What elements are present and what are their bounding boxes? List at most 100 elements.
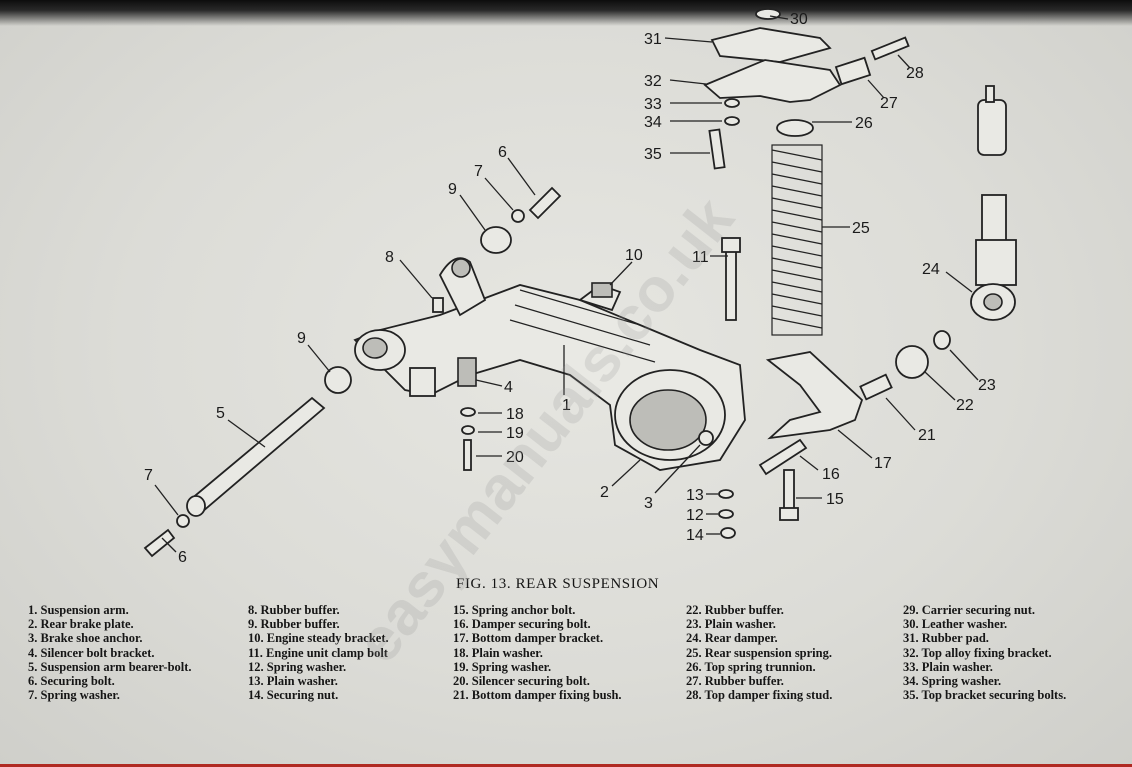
securing-bolt-upper — [528, 186, 562, 220]
legend-item: 17. Bottom damper bracket. — [453, 631, 604, 646]
callout-15: 15 — [826, 491, 844, 508]
suspension-spring — [771, 144, 823, 336]
top-damper-stud — [870, 36, 910, 61]
callout-19: 19 — [506, 425, 524, 442]
callout-labels: 1 2 3 4 5 6 6 7 7 8 9 9 10 11 12 13 14 1… — [144, 11, 996, 566]
spring-washer-34 — [724, 116, 740, 126]
legend-item: 18. Plain washer. — [453, 645, 543, 660]
spring-washer-lower — [176, 514, 190, 528]
exploded-diagram: 1 2 3 4 5 6 6 7 7 8 9 9 10 11 12 13 14 1… — [143, 8, 1017, 566]
rear-damper — [970, 85, 1017, 321]
spring-anchor-bolt — [779, 469, 799, 521]
callout-21: 21 — [918, 427, 936, 444]
callout-5: 5 — [216, 405, 225, 422]
callout-26: 26 — [855, 115, 873, 132]
callout-13: 13 — [686, 487, 704, 504]
legend-item: 9. Rubber buffer. — [248, 617, 340, 632]
legend-column-3: 15. Spring anchor bolt. 16. Damper secur… — [453, 603, 622, 702]
callout-24: 24 — [922, 261, 940, 278]
legend-item: 14. Securing nut. — [248, 688, 339, 703]
legend-item: 20. Silencer securing bolt. — [453, 674, 590, 689]
leader-lines — [154, 15, 979, 553]
callout-12: 12 — [686, 507, 704, 524]
legend-item: 1. Suspension arm. — [28, 603, 129, 617]
callout-16: 16 — [822, 466, 840, 483]
legend-item: 22. Rubber buffer. — [686, 603, 784, 617]
top-bracket-bolt — [708, 128, 726, 170]
legend-item: 34. Spring washer. — [903, 674, 1002, 689]
callout-22: 22 — [956, 397, 974, 414]
legend-item: 11. Engine unit clamp bolt — [248, 645, 388, 660]
callout-14: 14 — [686, 527, 704, 544]
rubber-pad — [710, 27, 832, 63]
callout-25: 25 — [852, 220, 870, 237]
brake-shoe-anchor — [698, 430, 714, 446]
legend-item: 24. Rear damper. — [686, 631, 778, 646]
rubber-buffer-lower — [324, 366, 352, 394]
legend-item: 21. Bottom damper fixing bush. — [453, 688, 622, 703]
legend-item: 23. Plain washer. — [686, 617, 776, 632]
bottom-damper-bracket — [765, 351, 864, 440]
top-alloy-bracket — [703, 59, 842, 103]
legend-item: 3. Brake shoe anchor. — [28, 631, 143, 646]
page-edge — [0, 764, 1132, 767]
callout-30: 30 — [790, 11, 808, 28]
callout-9-lower: 9 — [297, 330, 306, 347]
washer-12 — [718, 509, 734, 519]
nut-14 — [720, 527, 736, 539]
callout-6-upper: 6 — [498, 144, 507, 161]
legend-column-1: 1. Suspension arm. 2. Rear brake plate. … — [28, 603, 192, 702]
legend-column-5: 29. Carrier securing nut. 30. Leather wa… — [903, 603, 1066, 702]
legend-item: 30. Leather washer. — [903, 617, 1008, 632]
callout-11: 11 — [692, 249, 709, 266]
small-buffer — [432, 297, 444, 313]
legend-item: 32. Top alloy fixing bracket. — [903, 645, 1052, 660]
legend-column-2: 8. Rubber buffer. 9. Rubber buffer. 10. … — [248, 603, 389, 702]
callout-27: 27 — [880, 95, 898, 112]
top-spring-trunnion — [776, 119, 814, 137]
spring-washer-19 — [461, 425, 475, 435]
legend-item: 25. Rear suspension spring. — [686, 645, 832, 660]
bearer-bolt — [186, 396, 326, 517]
plain-washer-18 — [460, 407, 476, 417]
callout-18: 18 — [506, 406, 524, 423]
legend-item: 13. Plain washer. — [248, 674, 338, 689]
legend-item: 29. Carrier securing nut. — [903, 603, 1036, 617]
damper-securing-bolt — [758, 438, 808, 476]
legend-item: 5. Suspension arm bearer-bolt. — [28, 659, 192, 674]
callout-20: 20 — [506, 449, 524, 466]
rubber-buffer-22 — [895, 345, 929, 379]
callout-35: 35 — [644, 146, 662, 163]
callout-33: 33 — [644, 96, 662, 113]
callout-4: 4 — [504, 379, 513, 396]
legend-item: 12. Spring washer. — [248, 659, 347, 674]
callout-32: 32 — [644, 73, 662, 90]
washer-13 — [718, 489, 734, 499]
legend-item: 33. Plain washer. — [903, 659, 993, 674]
legend-item: 6. Securing bolt. — [28, 674, 115, 689]
legend-item: 27. Rubber buffer. — [686, 674, 784, 689]
callout-7-upper: 7 — [474, 163, 483, 180]
clamp-bolt — [721, 237, 741, 321]
legend-item: 35. Top bracket securing bolts. — [903, 688, 1067, 703]
legend-item: 19. Spring washer. — [453, 659, 552, 674]
rubber-buffer-27 — [834, 56, 872, 86]
fixing-bush — [859, 373, 893, 401]
legend-item: 8. Rubber buffer. — [248, 603, 340, 617]
figure-caption: FIG. 13. REAR SUSPENSION — [456, 576, 660, 592]
legend-item: 10. Engine steady bracket. — [248, 631, 389, 646]
legend-item: 16. Damper securing bolt. — [453, 617, 591, 632]
callout-1: 1 — [562, 397, 571, 414]
plain-washer-23 — [933, 330, 951, 350]
callout-10: 10 — [625, 247, 643, 264]
plain-washer-33 — [724, 98, 740, 108]
callout-6-lower: 6 — [178, 549, 187, 566]
suspension-arm — [353, 257, 746, 471]
legend-column-4: 22. Rubber buffer. 23. Plain washer. 24.… — [686, 603, 832, 702]
callout-9-upper: 9 — [448, 181, 457, 198]
silencer-bolt — [463, 439, 472, 471]
callout-3: 3 — [644, 495, 653, 512]
legend-item: 4. Silencer bolt bracket. — [28, 645, 155, 660]
parts-legend: 1. Suspension arm. 2. Rear brake plate. … — [28, 603, 1128, 703]
